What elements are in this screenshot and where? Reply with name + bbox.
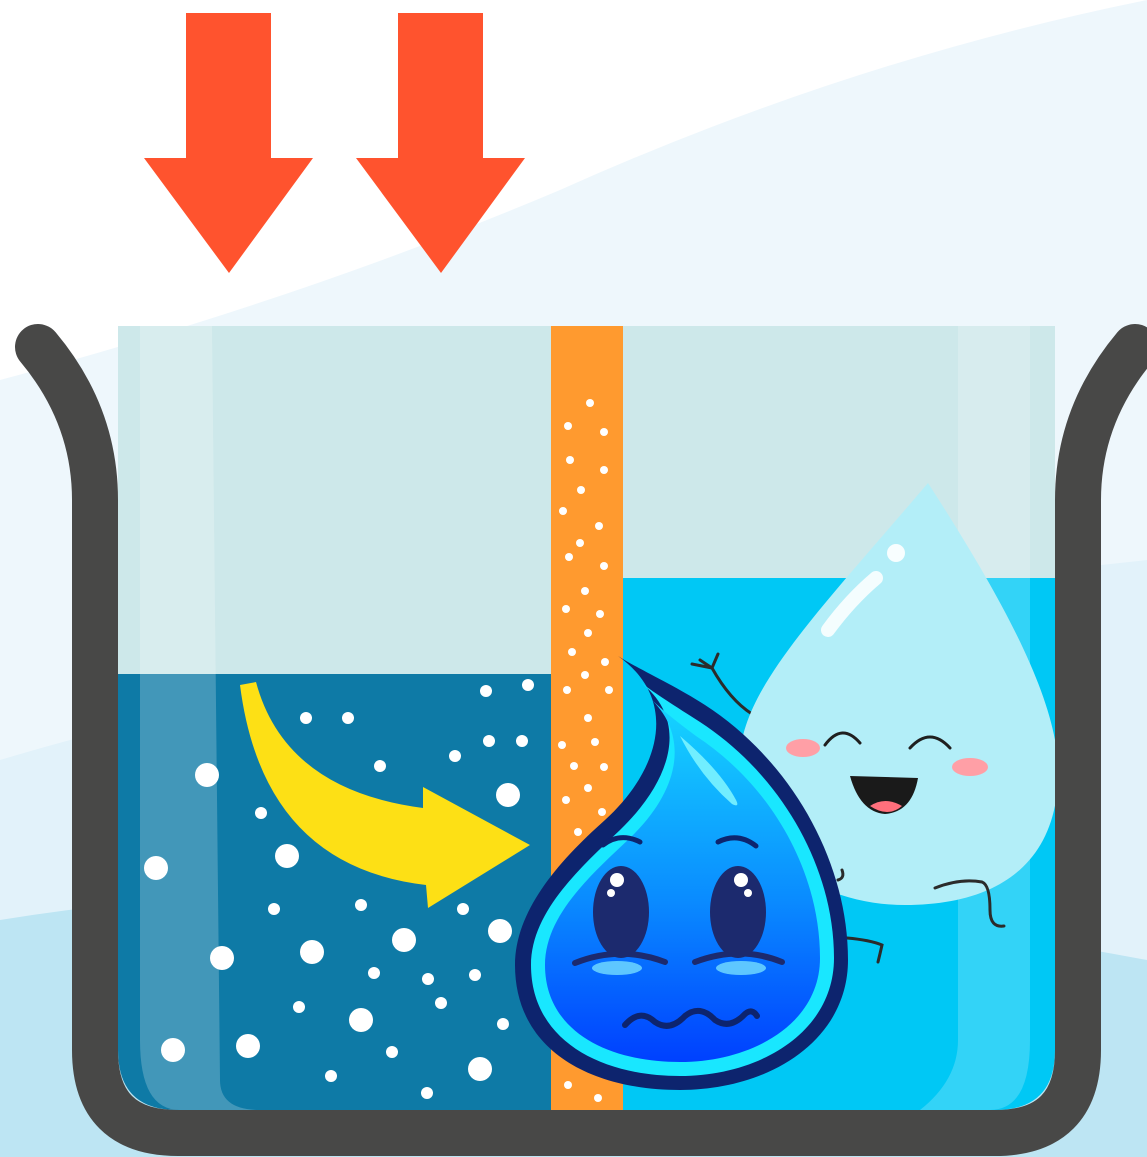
worried-drop-eye-left-glint [607, 889, 615, 897]
worried-drop-cheek-right [716, 961, 766, 975]
happy-drop-cheek-right [952, 758, 988, 776]
worried-drop-cheek-left [592, 961, 642, 975]
happy-drop-cheek-left [786, 739, 820, 757]
worried-drop-eye-left-glint [610, 873, 624, 887]
beaker-contents [100, 326, 1120, 1128]
worried-drop-eye-right-glint [734, 873, 748, 887]
happy-drop-shine-dot [887, 544, 905, 562]
worried-drop-eye-right-glint [744, 889, 752, 897]
